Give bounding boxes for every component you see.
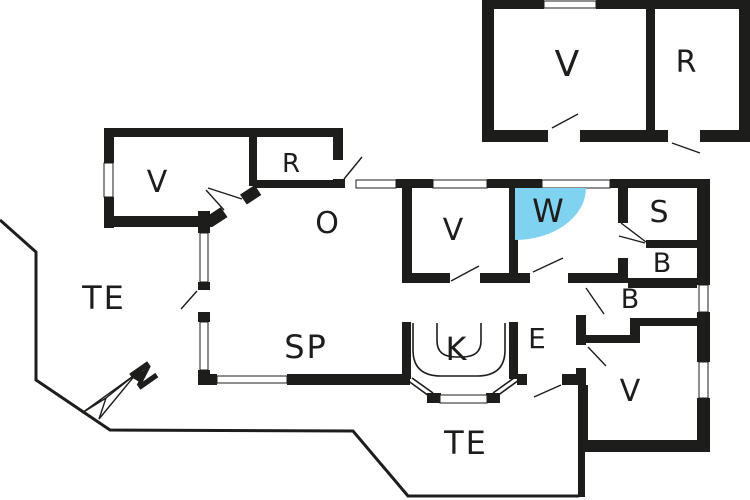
interior-walls — [402, 188, 710, 497]
room-label-living: O — [315, 206, 339, 241]
compass-label: N — [121, 356, 164, 397]
kitchen-counter — [412, 323, 506, 377]
room-label-entry: E — [528, 322, 546, 355]
outbuilding-walls — [482, 0, 750, 154]
room-label-bedroom-center: V — [443, 213, 464, 248]
room-label-bath-lower: B — [621, 284, 640, 315]
room-label-storage: S — [649, 195, 668, 230]
room-label-annex-r: R — [282, 149, 300, 179]
room-label-terrace-south: TE — [443, 424, 488, 462]
compass-north-arrow: N — [81, 356, 164, 420]
room-label-dining: SP — [284, 328, 328, 366]
terrace-outline — [0, 218, 579, 498]
room-label-annex-v: V — [147, 165, 168, 200]
room-label-bathroom-highlighted: W — [532, 192, 564, 230]
room-label-bath-upper: B — [653, 248, 672, 279]
room-label-terrace-west: TE — [81, 279, 126, 317]
highlight-quarter-circle — [515, 188, 586, 240]
kitchen-bay-window — [402, 322, 520, 404]
room-label-outbuilding-r: R — [676, 45, 697, 80]
room-labels: V R V R O TE SP K E V W S B B V TE — [81, 44, 696, 462]
room-label-bedroom-southeast: V — [620, 374, 641, 409]
main-house-exterior-walls — [180, 179, 710, 452]
room-label-kitchen: K — [446, 330, 468, 368]
room-label-outbuilding-v: V — [555, 44, 580, 85]
annex-walls — [103, 128, 363, 228]
